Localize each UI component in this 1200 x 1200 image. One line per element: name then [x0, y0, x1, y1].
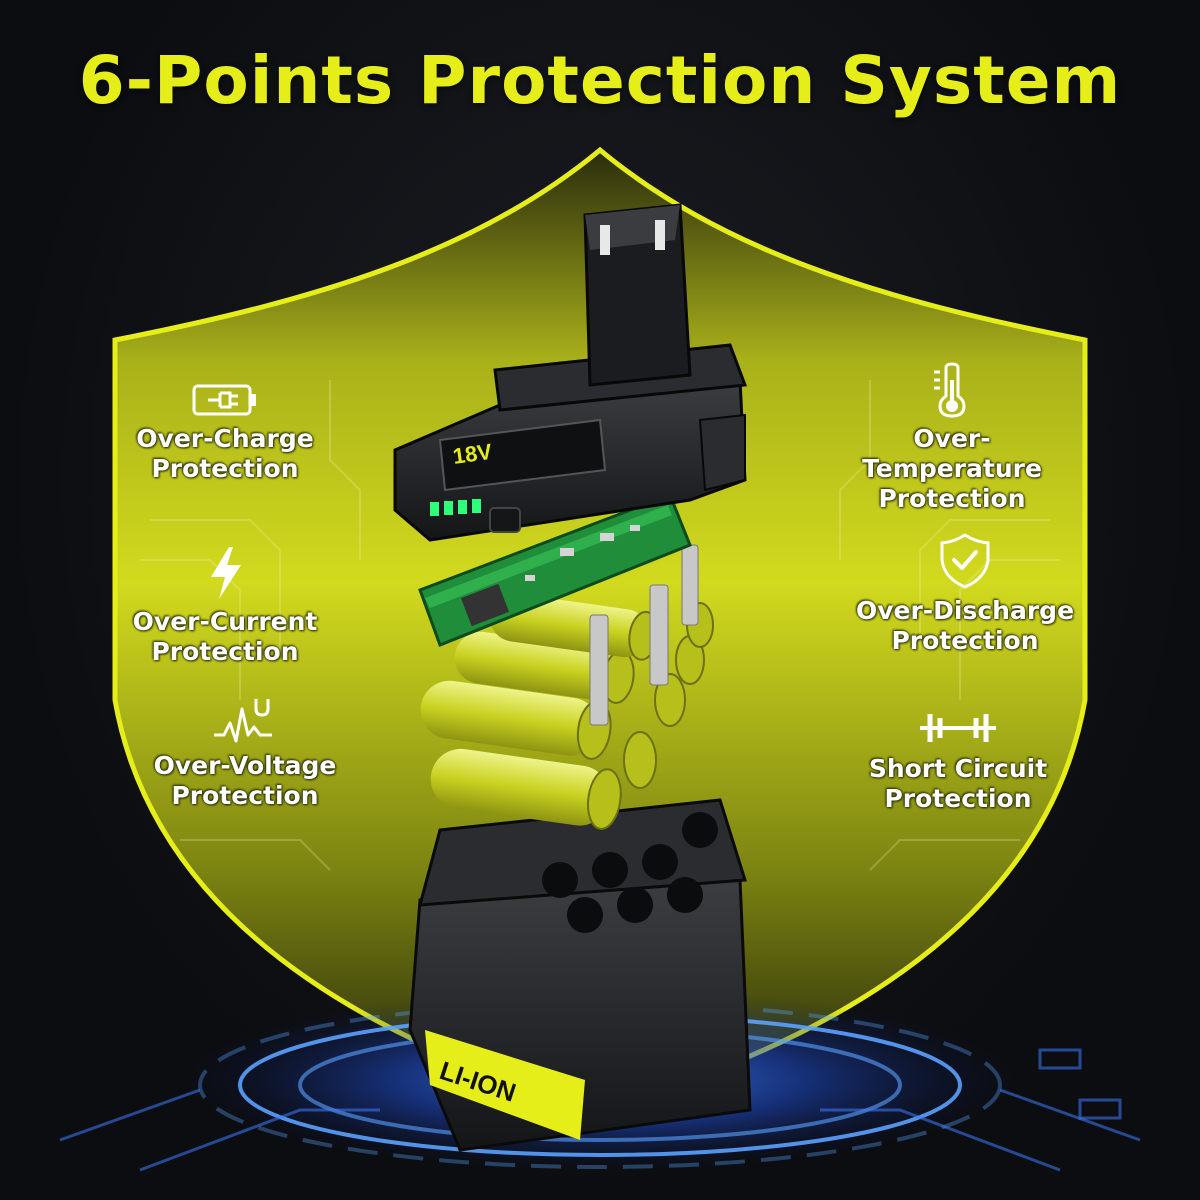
shield-check-icon: [940, 533, 990, 589]
voltage-wave-icon: [214, 699, 272, 743]
short-circuit-icon: [920, 714, 996, 742]
floor-circuits: [59, 1048, 1141, 1172]
thermometer-icon: [934, 362, 966, 418]
battery-plug-icon: [192, 384, 256, 416]
lightning-icon: [211, 547, 241, 599]
battery-base-housing: [408, 798, 752, 1152]
battery-top-cover: [393, 203, 748, 542]
circuit-board: [418, 493, 692, 647]
voltage-label: 18V: [451, 439, 494, 469]
page-title: 6-Points Protection System: [78, 42, 1122, 119]
